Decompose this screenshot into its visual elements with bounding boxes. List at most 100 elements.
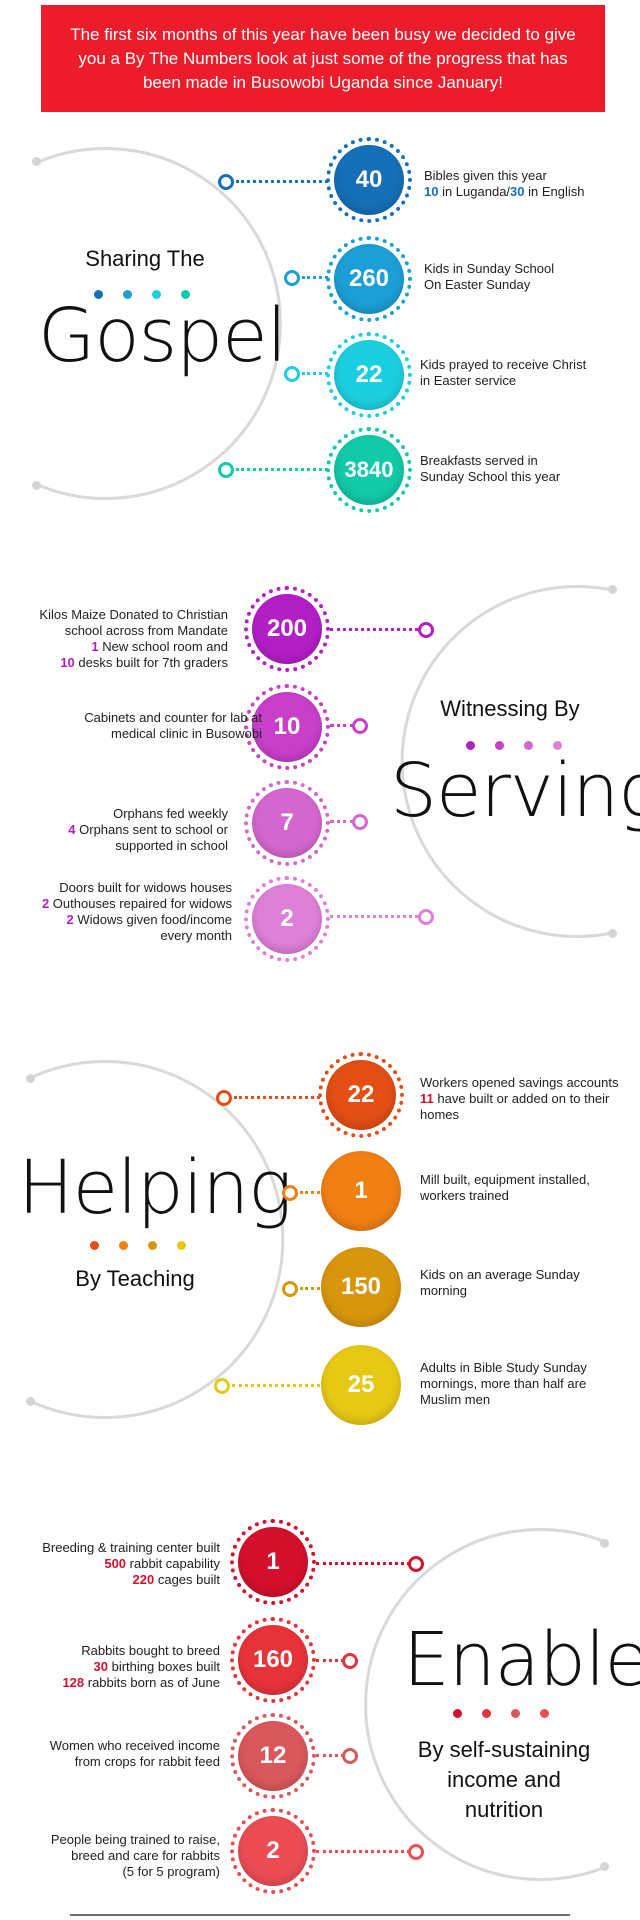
desc-text: rabbits born as of June <box>84 1675 220 1690</box>
stat-value: 150 <box>321 1247 401 1327</box>
dot <box>119 1241 128 1250</box>
connector <box>330 628 418 631</box>
stat-value: 3840 <box>334 435 404 505</box>
highlight-number: 128 <box>62 1675 85 1690</box>
dot <box>495 741 504 750</box>
desc-line: school across from Mandate <box>64 623 228 638</box>
highlight-number: 10 <box>424 184 439 199</box>
stat-description: Mill built, equipment installed, workers… <box>420 1172 620 1204</box>
connector <box>232 1384 320 1387</box>
desc-text: have built or added on to their <box>433 1091 610 1106</box>
connector <box>300 1287 320 1290</box>
dot <box>94 290 103 299</box>
desc-line: On Easter Sunday <box>424 277 531 292</box>
desc-line: 30 birthing boxes built <box>10 1659 220 1675</box>
stat-circle: 1 <box>230 1519 316 1605</box>
arc-endcap <box>600 1862 609 1871</box>
serving-dots <box>466 741 562 750</box>
helping-title-small: By Teaching <box>75 1266 195 1291</box>
stat-value: 10 <box>252 692 322 762</box>
connector <box>302 372 328 375</box>
desc-line: Women who received income <box>49 1738 220 1753</box>
timeline-node <box>408 1556 424 1572</box>
stat-circle: 10 <box>244 684 330 770</box>
serving-arc <box>400 585 613 938</box>
highlight-number: 11 <box>420 1091 434 1106</box>
stat-circle: 3840 <box>326 427 412 513</box>
arc-endcap <box>32 481 41 490</box>
helping-title-big: Helping <box>18 1145 293 1231</box>
desc-line: breed and care for rabbits <box>71 1848 220 1863</box>
highlight-number: 2 <box>41 896 50 911</box>
highlight-number: 4 <box>68 822 76 837</box>
stat-description: Kids in Sunday School On Easter Sunday <box>424 261 624 293</box>
desc-text: desks built for 7th graders <box>74 655 228 670</box>
timeline-node <box>352 814 368 830</box>
desc-line: Muslim men <box>420 1392 491 1407</box>
stat-description: Cabinets and counter for lab at medical … <box>10 710 262 742</box>
stat-circle: 22 <box>326 332 412 418</box>
desc-line: 2 Widows given food/income <box>10 912 232 928</box>
desc-line: workers trained <box>420 1188 509 1203</box>
dot <box>482 1709 491 1718</box>
connector <box>330 915 418 918</box>
desc-line: 11 have built or added on to their <box>420 1091 632 1107</box>
stat-value: 1 <box>238 1527 308 1597</box>
stat-value: 160 <box>238 1625 308 1695</box>
timeline-node <box>284 366 300 382</box>
stat-description: Adults in Bible Study Sunday mornings, m… <box>420 1360 630 1408</box>
timeline-node <box>284 270 300 286</box>
stat-description: Breeding & training center built 500 rab… <box>10 1540 220 1588</box>
highlight-number: 1 <box>91 639 99 654</box>
timeline-node <box>218 174 234 190</box>
stat-description: Bibles given this year 10 in Luganda/30 … <box>424 168 624 200</box>
desc-text: rabbit capability <box>126 1556 220 1571</box>
desc-text: Widows given food/income <box>73 912 232 927</box>
desc-line: Kids in Sunday School <box>424 261 555 276</box>
gospel-arc <box>37 147 282 500</box>
desc-line: 4 Orphans sent to school or <box>10 822 228 838</box>
desc-line: Mill built, equipment installed, <box>420 1172 590 1187</box>
stat-circle: 160 <box>230 1617 316 1703</box>
subtitle-line: income and <box>447 1767 561 1792</box>
desc-line: Breakfasts served in <box>420 453 538 468</box>
arc-endcap <box>608 585 617 594</box>
desc-text: cages built <box>154 1572 220 1587</box>
stat-circle: 22 <box>318 1052 404 1138</box>
timeline-node <box>418 622 434 638</box>
desc-line: from crops for rabbit feed <box>74 1754 220 1769</box>
desc-line: Sunday School this year <box>420 469 561 484</box>
connector <box>234 1096 320 1099</box>
desc-line: Orphans fed weekly <box>113 806 228 821</box>
stat-circle: 1 <box>318 1148 404 1234</box>
connector <box>316 1562 410 1565</box>
desc-line: People being trained to raise, <box>50 1832 220 1847</box>
stat-circle: 200 <box>244 586 330 672</box>
timeline-node <box>342 1748 358 1764</box>
dot <box>152 290 161 299</box>
desc-line: every month <box>160 928 232 943</box>
stat-value: 22 <box>326 1060 396 1130</box>
desc-text: birthing boxes built <box>107 1659 220 1674</box>
stat-description: People being trained to raise, breed and… <box>10 1832 220 1880</box>
stat-value: 200 <box>252 594 322 664</box>
serving-title-small: Witnessing By <box>440 696 580 721</box>
stat-value: 7 <box>252 788 322 858</box>
intro-banner: The first six months of this year have b… <box>41 5 605 112</box>
arc-endcap <box>600 1539 609 1548</box>
stat-circle: 260 <box>326 236 412 322</box>
desc-text: Outhouses repaired for widows <box>49 896 232 911</box>
stat-value: 40 <box>334 145 404 215</box>
highlight-number: 500 <box>104 1556 127 1571</box>
desc-line: supported in school <box>115 838 228 853</box>
stat-circle: 2 <box>230 1808 316 1894</box>
desc-line: (5 for 5 program) <box>122 1864 220 1879</box>
desc-text: in Luganda/ <box>438 184 511 199</box>
desc-line: Rabbits bought to breed <box>81 1643 220 1658</box>
connector <box>300 1191 320 1194</box>
timeline-node <box>418 909 434 925</box>
desc-line: 10 desks built for 7th graders <box>10 655 228 671</box>
desc-line: 220 cages built <box>10 1572 220 1588</box>
serving-title-big: Serving <box>390 748 640 834</box>
